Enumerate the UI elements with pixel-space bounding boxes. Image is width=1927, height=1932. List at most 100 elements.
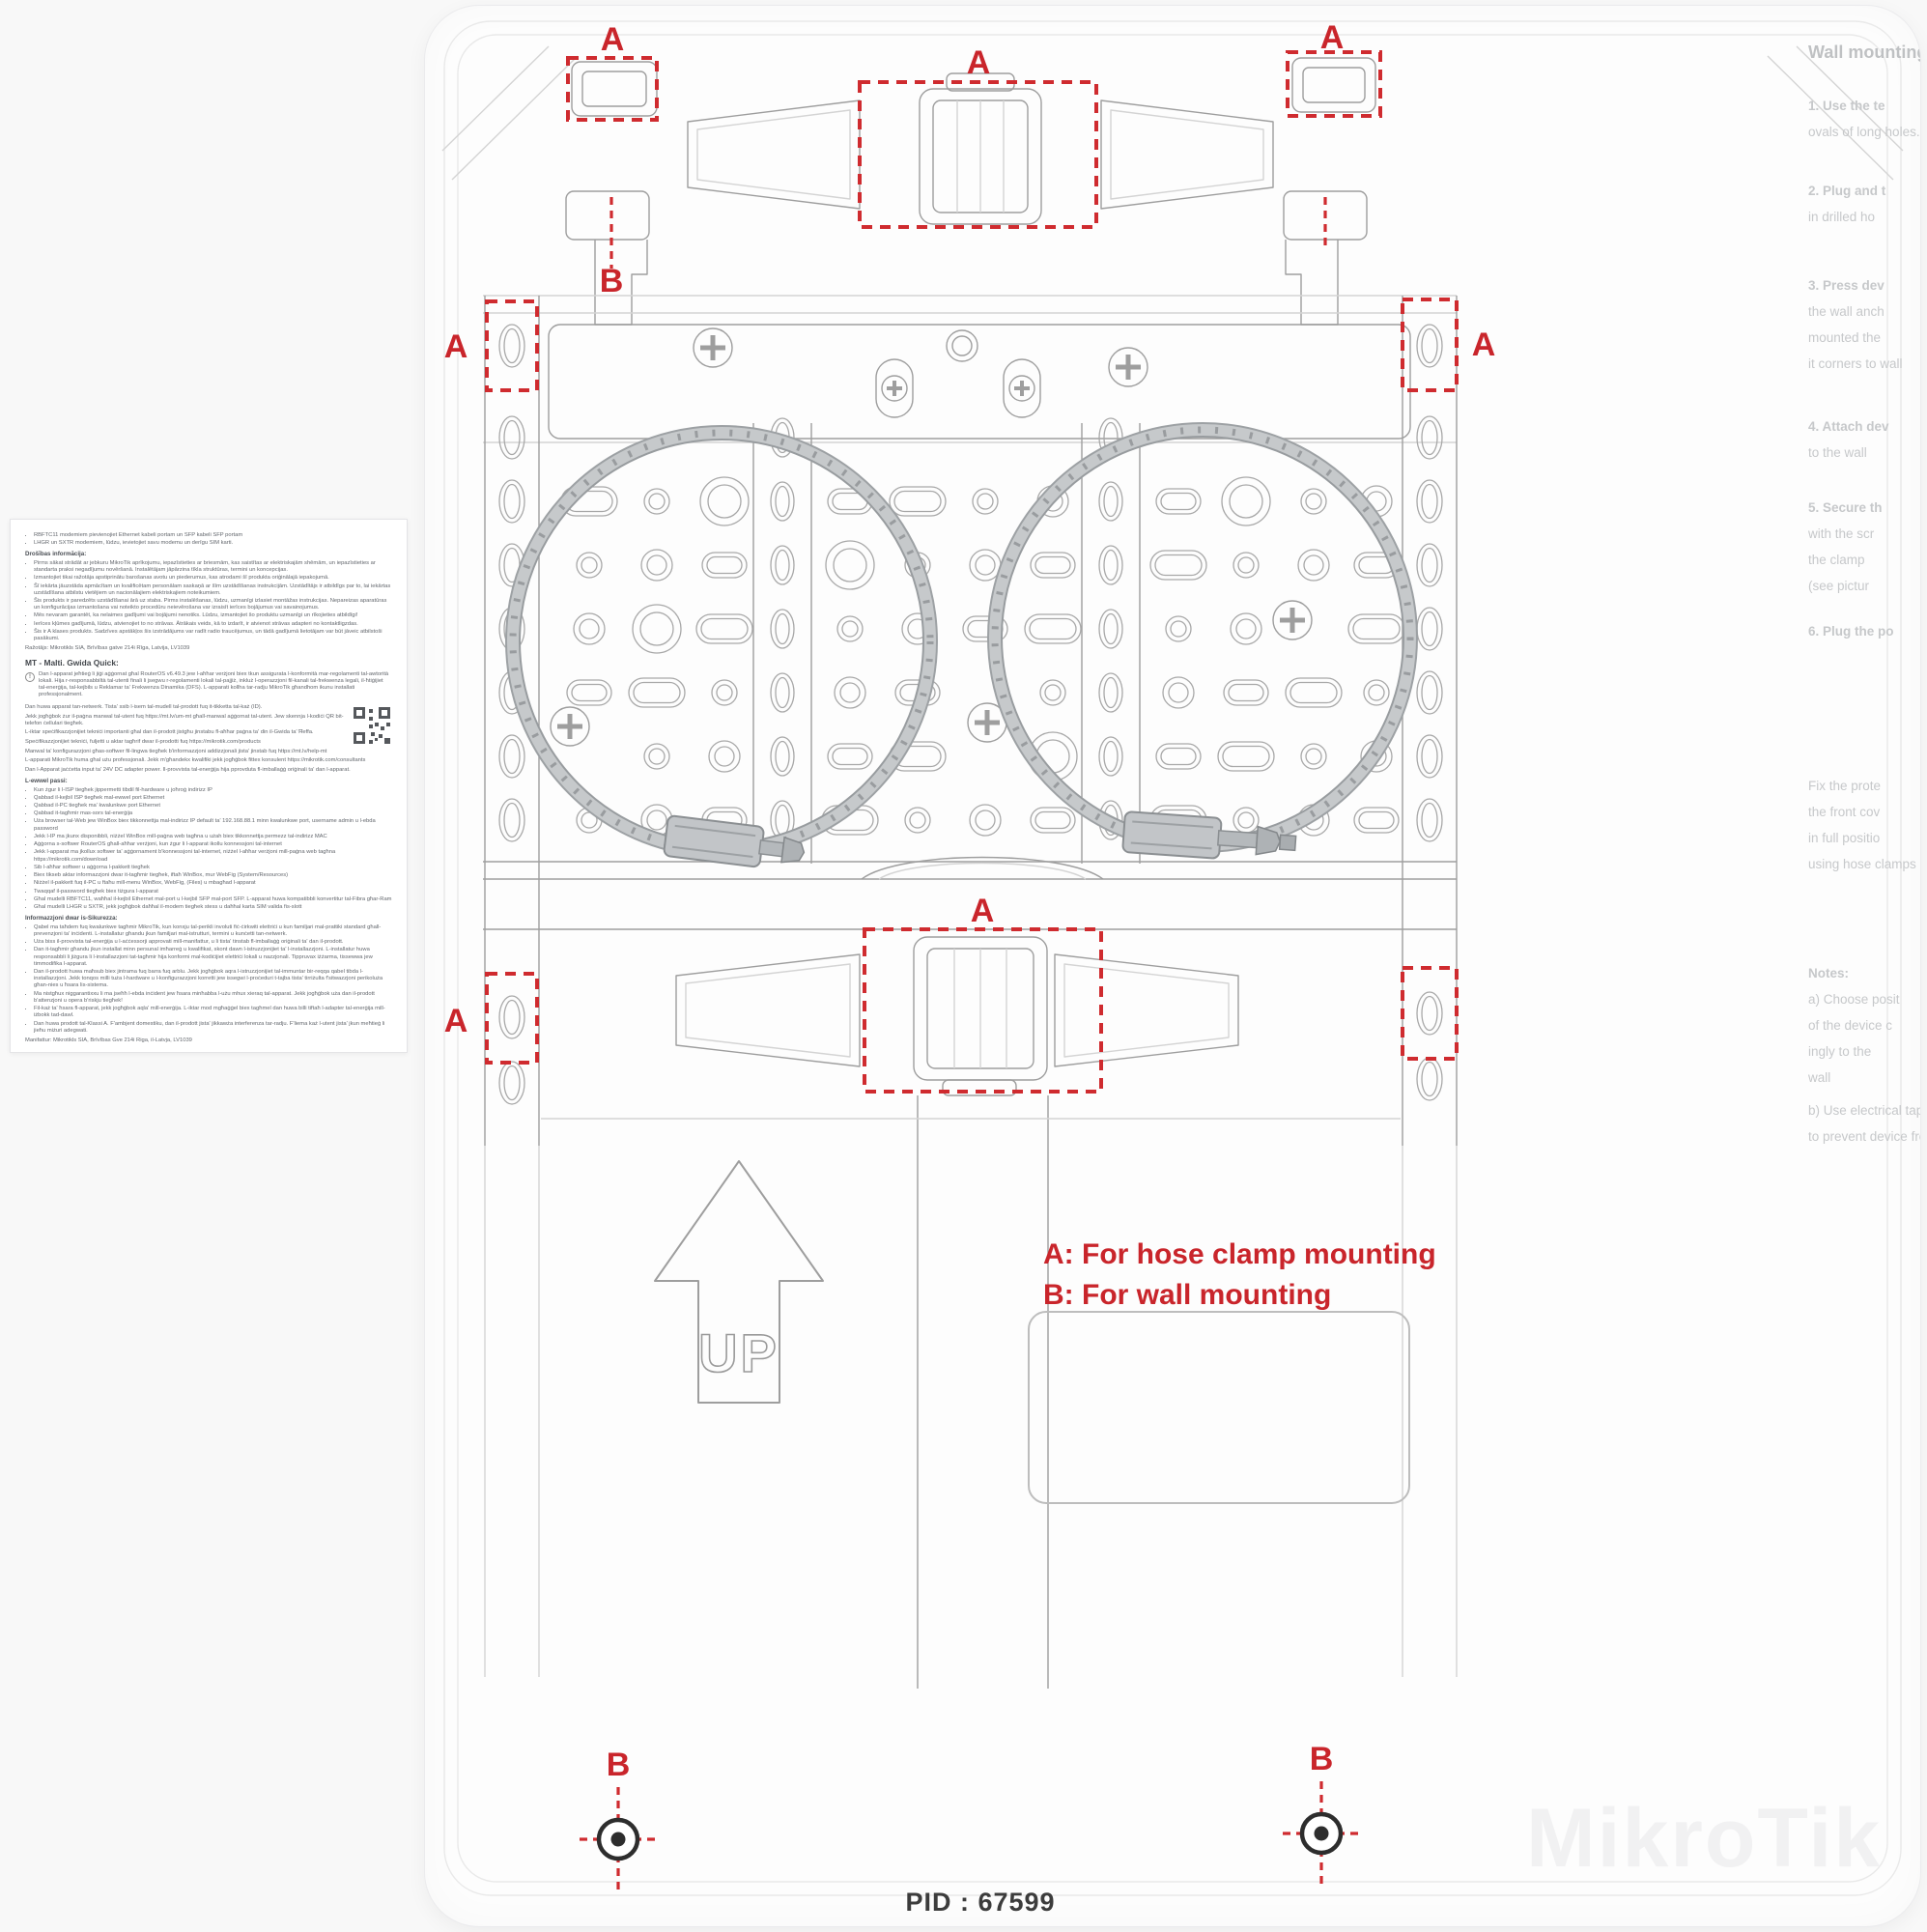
cutout-hole [1368, 684, 1385, 701]
cutout-slot [633, 681, 681, 704]
cutout-hole [708, 740, 741, 773]
mt-warning-text: Dan l-apparat jeħtieġ li jiġi aġġornat g… [39, 670, 389, 698]
hose-clamp-screw-housing [1121, 810, 1297, 860]
plate-embossed-outline [443, 20, 1902, 1896]
edge-instruction-line: mounted the [1808, 330, 1882, 345]
edge-instructions: Wall mounting 1. Use the te ovals of lon… [1808, 6, 1920, 1926]
leaflet-top-bullets: RBFTC11 modemiem pievienojiet Ethernet k… [34, 532, 392, 547]
rail-slot [1421, 802, 1438, 838]
hose-clamp-right [987, 422, 1418, 860]
cutout-slot [701, 552, 748, 579]
leaflet-bullet: Šis produkts ir paredzēts uzstādīšanai ā… [34, 598, 392, 611]
rail-slot [1416, 415, 1443, 460]
edge-instruction-line: ingly to the [1808, 1044, 1872, 1059]
marker-b-label: B [1310, 1741, 1334, 1777]
plate-line-art [441, 45, 1904, 1689]
leaflet-paragraph: Jekk jogħġbok żur il-paġna manwal tal-ut… [25, 713, 344, 726]
cutout-hole [969, 549, 1002, 582]
marker-a-label: A [1472, 327, 1496, 363]
edge-instruction-line: in drilled ho [1808, 210, 1876, 224]
cutout-hole [1237, 556, 1255, 574]
cutout-slot [1034, 555, 1071, 575]
marker-a-label: A [444, 1003, 468, 1039]
instruction-leaflet: RBFTC11 modemiem pievienojiet Ethernet k… [10, 519, 408, 1053]
rail-slot [1421, 483, 1438, 520]
cutout-slot [1228, 683, 1264, 702]
rail-slot [1098, 609, 1123, 649]
leaflet-bullet: Šī iekārta jāuzstāda apmācītam un kvalif… [34, 583, 392, 597]
marker-a-zone [1286, 50, 1382, 118]
embossed-logo: MikroTik [1526, 1792, 1883, 1885]
cutout-hole [640, 549, 673, 582]
leaflet-paragraph: Dan huwa apparat tan-netwerk. Tista' ssi… [25, 703, 263, 710]
rail-slot [775, 549, 790, 582]
rail-slot [498, 479, 525, 524]
safety-heading-mt: Informazzjoni dwar is-Sikurezza: [25, 915, 118, 923]
leaflet-bullet: RBFTC11 modemiem pievienojiet Ethernet k… [34, 532, 392, 539]
cutout-slot [1155, 488, 1202, 515]
leaflet-bullet: Uża biss il-provvista tal-enerġija u l-a… [34, 939, 392, 946]
marker-a-zone [1401, 298, 1459, 392]
rail-slot [770, 609, 795, 649]
cutout-slot [1222, 745, 1270, 768]
rail-slot [503, 738, 521, 775]
manufacturer-line-mt: Manifattur: Mikrotikls SIA, Brīvības Gve… [25, 1037, 192, 1044]
rail-slot [770, 672, 795, 713]
cutout-hole [1297, 549, 1330, 582]
cutout-hole-large [1229, 484, 1263, 519]
first-steps-heading: L-ewwel passi: [25, 778, 68, 785]
edge-instruction-line: of the device c [1808, 1018, 1893, 1033]
safety-heading-lv: Drošības informācija: [25, 551, 87, 558]
cutout-hole [1303, 554, 1324, 576]
leaflet-paragraph: Dan l-Apparat jaċċetta input ta' 24V DC … [25, 766, 351, 773]
rail-slot [1421, 995, 1438, 1032]
cutout-hole [969, 804, 1002, 837]
rail-slot [1103, 485, 1119, 518]
leaflet-bullet: LHGR un SXTR modemiem, lūdzu, ievietojie… [34, 540, 392, 547]
edge-instruction-line: Wall mounting [1808, 43, 1920, 62]
cutout-slot [893, 490, 942, 513]
cutout-hole [1044, 684, 1062, 701]
edge-instruction-line: a) Choose posit [1808, 992, 1900, 1007]
cutout-hole [711, 679, 738, 706]
rail-slot [775, 485, 790, 518]
first-steps-list: Kun żgur li l-ISP tiegħek jippermetti ti… [34, 787, 392, 912]
rail-slot [770, 545, 795, 585]
rail-slot [503, 327, 521, 364]
nl-heading: NL - Nederlands. Snelgids: [25, 1050, 392, 1052]
marker-b-label: B [600, 263, 624, 299]
leaflet-bullet: Qabel ma taħdem fuq kwalunkwe tagħmir Mi… [34, 924, 392, 938]
leaflet-paragraph: L-iktar speċifikazzjonijiet tekniċi impo… [25, 729, 314, 736]
cutout-hole [1233, 552, 1260, 579]
edge-instruction-line: b) Use electrical tape [1808, 1103, 1920, 1118]
cutout-hole-large [632, 604, 682, 654]
rail-slot [1103, 612, 1119, 645]
rail-slot [770, 481, 795, 522]
leaflet-bullet: Sib l-aħħar softwer u aġġorna l-pakkett … [34, 865, 392, 871]
marker-a-label: A [971, 893, 995, 929]
cutout-hole [972, 488, 999, 515]
leaflet-paragraph: Manwal ta' konfigurazzjoni għas-softwer … [25, 748, 327, 754]
cutout-hole [909, 811, 926, 829]
marker-a-label: A [1320, 19, 1345, 56]
edge-instruction-line: ovals of long holes. [1808, 125, 1920, 139]
leaflet-bullet: Šis ir A klases produkts. Sadzīves apstā… [34, 629, 392, 642]
cutout-hole-large [707, 484, 742, 519]
rail-slot [503, 1065, 521, 1101]
leaflet-bullet: Qabbad it-tagħmir mas-sors tal-enerġija [34, 810, 392, 817]
cutout-slot [695, 613, 753, 644]
rail-slot [775, 804, 790, 837]
edge-instruction-line: with the scr [1808, 526, 1875, 541]
cutout-slot [1352, 617, 1401, 640]
drill-target-b [580, 1787, 657, 1891]
cutout-hole [1170, 620, 1187, 638]
leaflet-bullet: Twaqqaf il-password tiegħek biex tiżgura… [34, 889, 392, 895]
mt-paragraphs: Dan huwa apparat tan-netwerk. Tista' ssi… [25, 704, 392, 774]
cutout-hole [1235, 618, 1257, 639]
cutout-hole [648, 493, 666, 510]
cutout-slot [827, 743, 873, 770]
cutout-hole [643, 743, 670, 770]
leaflet-bullet: Dan it-tagħmir għandu jkun installat min… [34, 947, 392, 968]
plate-cutout-grid [498, 324, 1443, 1105]
